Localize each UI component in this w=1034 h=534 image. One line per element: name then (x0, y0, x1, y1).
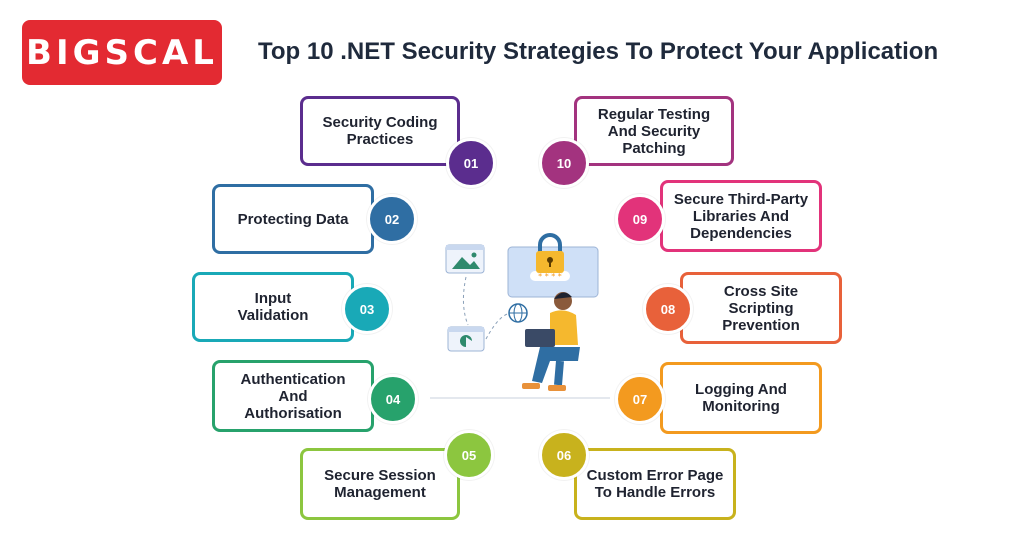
page-title: Top 10 .NET Security Strategies To Prote… (258, 38, 939, 65)
item-badge-09: 09 (615, 194, 665, 244)
item-badge-08: 08 (643, 284, 693, 334)
item-badge-05: 05 (444, 430, 494, 480)
item-badge-10: 10 (539, 138, 589, 188)
item-badge-02: 02 (367, 194, 417, 244)
logo-text: BIGSCAL (26, 32, 218, 73)
chart-window-icon (447, 326, 485, 352)
item-badge-07: 07 (615, 374, 665, 424)
svg-text:* * * *: * * * * (538, 272, 562, 281)
person-with-laptop (522, 292, 580, 391)
item-badge-04: 04 (368, 374, 418, 424)
globe-icon (508, 303, 528, 323)
lock-icon (536, 233, 564, 273)
item-badge-03: 03 (342, 284, 392, 334)
item-card-02: Protecting Data (212, 184, 374, 254)
item-badge-01: 01 (446, 138, 496, 188)
image-window-icon (445, 244, 485, 274)
developer-security-illustration: * * * * (430, 233, 610, 399)
bigscal-logo: BIGSCAL (22, 20, 222, 85)
item-badge-06: 06 (539, 430, 589, 480)
